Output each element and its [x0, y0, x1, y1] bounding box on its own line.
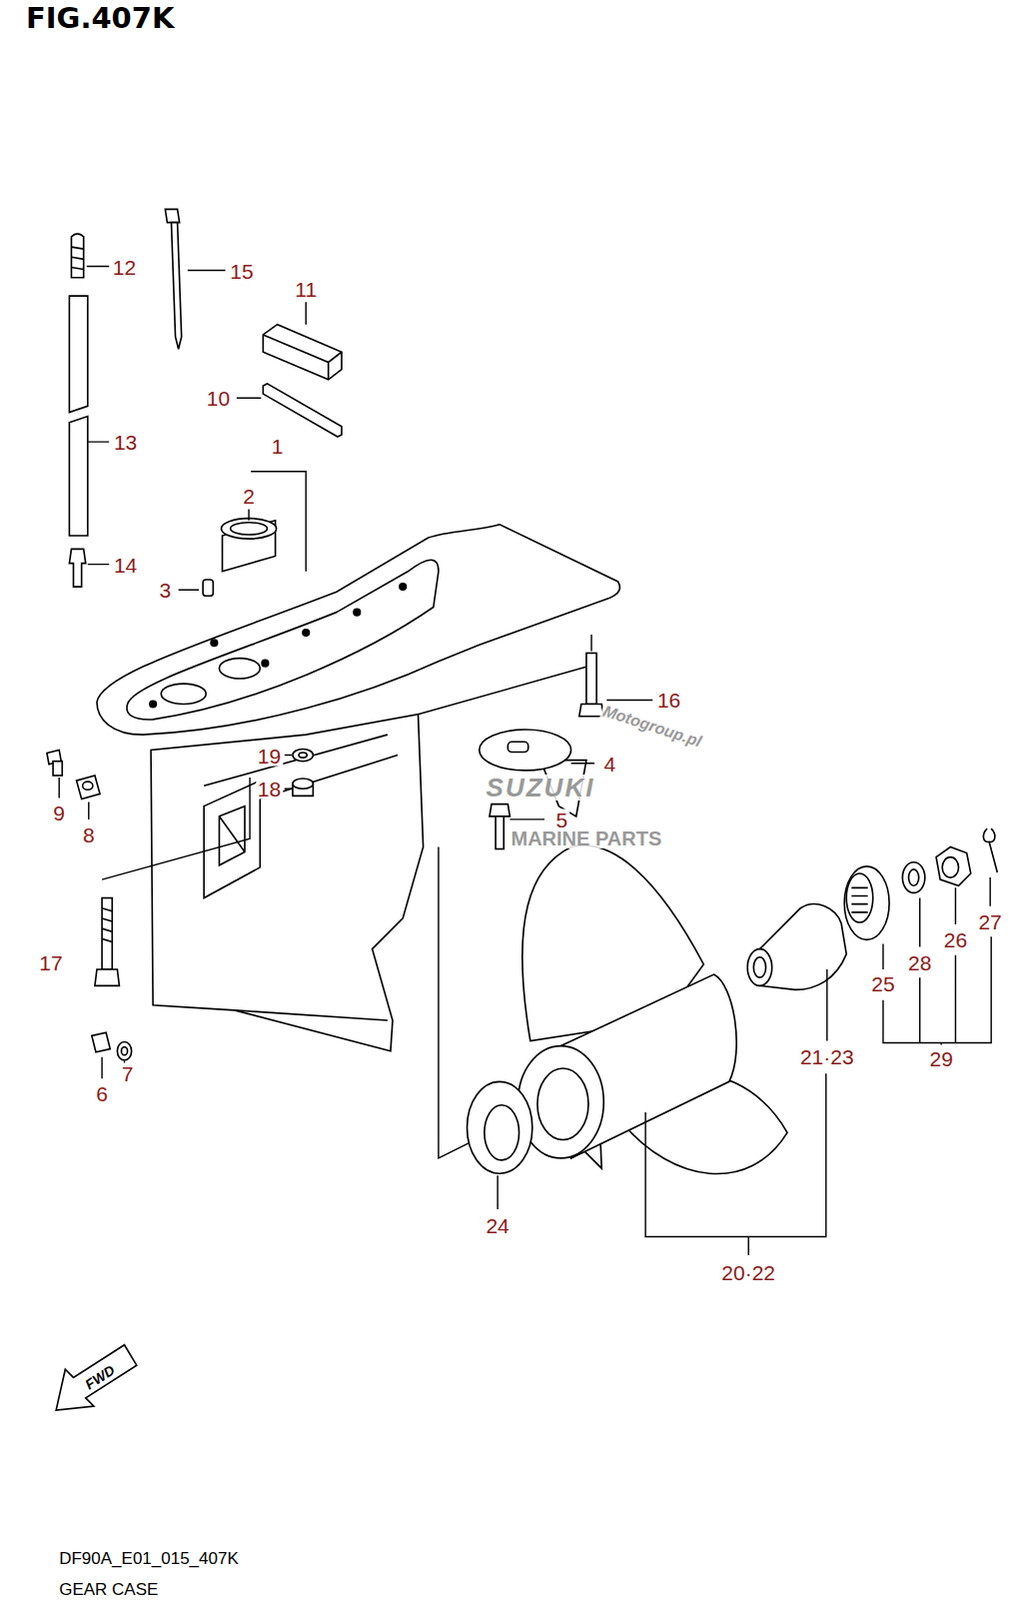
callout-number: 29: [928, 1046, 956, 1068]
callout-number: 4: [602, 752, 619, 774]
callout-number: 25: [869, 973, 897, 995]
callout-number: 21·23: [798, 1044, 857, 1066]
watermark: MARINE PARTS: [509, 828, 665, 849]
callout-number: 17: [36, 951, 64, 973]
watermark: SUZUKI: [484, 774, 598, 801]
callout-number: 26: [942, 929, 970, 951]
watermark: Motogroup.pl: [599, 702, 706, 751]
callout-number: 12: [110, 255, 138, 277]
callout-number: 24: [483, 1214, 511, 1236]
callout-number: 3: [157, 579, 174, 601]
callout-number: 20·22: [719, 1261, 778, 1283]
callout-number: 2: [240, 485, 257, 507]
callout-number: 5: [554, 808, 571, 830]
callout-number: 1: [269, 435, 286, 457]
callout-number: 6: [93, 1081, 110, 1103]
callout-number: 14: [111, 553, 139, 575]
callout-number: 15: [227, 259, 255, 281]
footer-text: GEAR CASE: [58, 1579, 158, 1597]
callout-number: 18: [255, 778, 283, 800]
callout-number: 19: [255, 744, 283, 766]
callout-number: 28: [906, 951, 934, 973]
callout-number: 13: [111, 431, 139, 453]
callout-number: 27: [976, 911, 1004, 933]
callout-number: 9: [50, 801, 67, 823]
callout-number: 8: [80, 824, 97, 846]
figure-title: FIG.407K: [25, 3, 174, 33]
footer-text: DF90A_E01_015_407K: [58, 1549, 239, 1567]
callout-number: 16: [655, 689, 683, 711]
callout-number: 7: [119, 1062, 136, 1084]
callout-number: 11: [292, 278, 319, 300]
callout-number: 10: [204, 387, 232, 409]
